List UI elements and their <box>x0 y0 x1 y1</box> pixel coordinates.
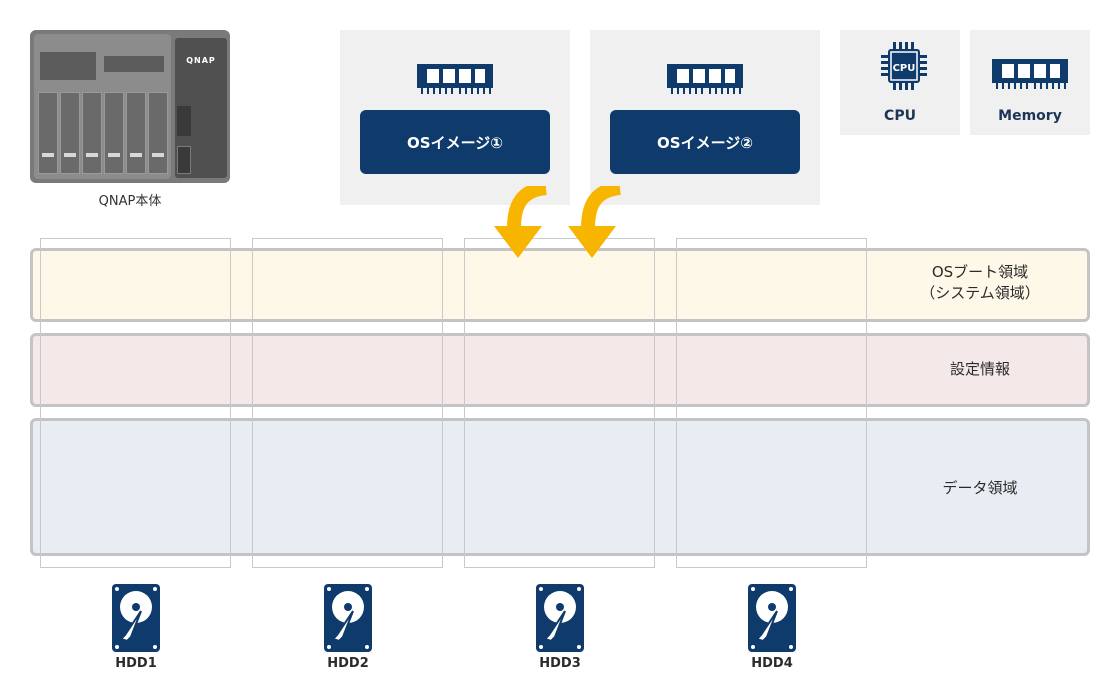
disk-column-2 <box>252 238 443 568</box>
cpu-chip-text: CPU <box>892 63 916 74</box>
memory-module-icon <box>665 60 745 100</box>
settings-region-label: 設定情報 <box>949 360 1010 378</box>
nas-port <box>177 106 191 136</box>
memory-label: Memory <box>998 108 1062 124</box>
hdd4-label: HDD4 <box>751 656 793 671</box>
cpu-icon <box>880 40 928 96</box>
hdd1-label: HDD1 <box>115 656 157 671</box>
memory-module-icon <box>415 60 495 100</box>
nas-bay <box>38 92 58 174</box>
cpu-panel: CPU CPU <box>840 30 960 135</box>
os-image-1-button[interactable]: OSイメージ① <box>360 110 550 174</box>
hard-disk-icon <box>747 583 797 657</box>
memory-module-icon <box>990 55 1070 95</box>
nas-bay <box>104 92 124 174</box>
disk-column-3 <box>464 238 655 568</box>
cpu-label: CPU <box>884 108 916 124</box>
nas-front-panel <box>34 34 171 179</box>
nas-bay <box>148 92 168 174</box>
hard-disk-icon <box>535 583 585 657</box>
nas-bay <box>82 92 102 174</box>
curved-arrow-icon <box>562 181 628 266</box>
os-boot-region <box>30 248 1090 322</box>
os-image-2-button[interactable]: OSイメージ② <box>610 110 800 174</box>
hard-disk-icon <box>323 583 373 657</box>
data-region <box>30 418 1090 556</box>
data-region-label: データ領域 <box>942 479 1018 497</box>
os-image-panel-1: OSイメージ① <box>340 30 570 205</box>
os-boot-region-title: OSブート領域 <box>931 263 1029 281</box>
qnap-device-image: QNAP <box>30 30 230 183</box>
disk-column-4 <box>676 238 867 568</box>
os-boot-region-subtitle: （システム領域） <box>920 284 1040 302</box>
os-image-panel-2: OSイメージ② <box>590 30 820 205</box>
settings-region <box>30 333 1090 407</box>
hdd3-label: HDD3 <box>539 656 581 671</box>
curved-arrow-icon <box>488 181 554 266</box>
device-label: QNAP本体 <box>98 194 162 209</box>
memory-panel: Memory <box>970 30 1090 135</box>
hard-disk-icon <box>111 583 161 657</box>
nas-side-panel <box>175 38 227 178</box>
qnap-logo: QNAP <box>186 56 216 65</box>
nas-port <box>177 146 191 174</box>
nas-slot <box>104 56 164 72</box>
os-boot-region-label: OSブート領域 （システム領域） <box>880 262 1080 304</box>
nas-slot <box>40 52 96 80</box>
nas-bay <box>60 92 80 174</box>
nas-bay <box>126 92 146 174</box>
hdd2-label: HDD2 <box>327 656 369 671</box>
disk-column-1 <box>40 238 231 568</box>
